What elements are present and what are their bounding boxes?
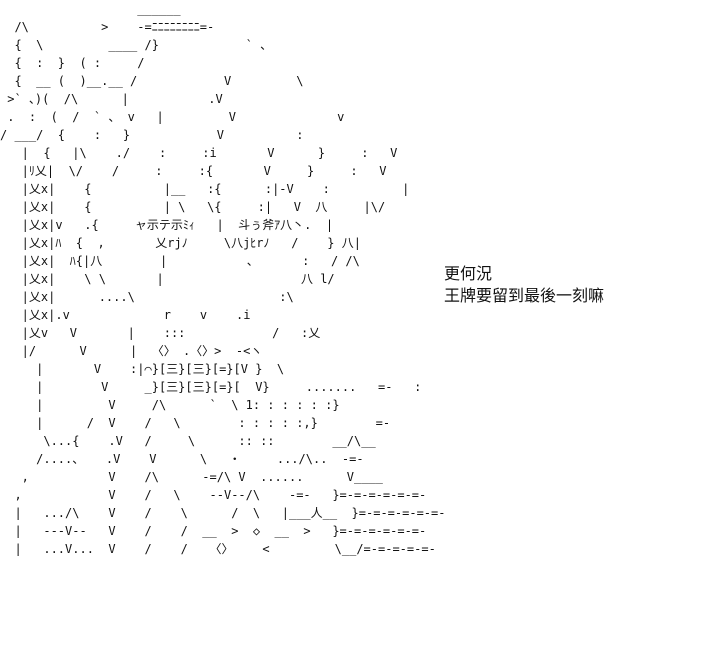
ascii-art-line: { __ ( )__.__ / V \ xyxy=(14,74,304,88)
ascii-art-line: |乂x|.v r v .i xyxy=(21,308,251,322)
ascii-art-line: | { |\ ./ : :i V } : V xyxy=(21,146,398,160)
ascii-art-line: |乂x| { |__ :{ :|-V : | xyxy=(21,182,410,196)
ascii-art-line: |ﾘ乂| \/ / : :{ V } : V xyxy=(21,164,387,178)
ascii-art-line: | V _}[三}[三}[=}[ V} ....... =- : xyxy=(36,380,422,394)
ascii-art-line: . : ( / ` 、 v | V v xyxy=(7,110,345,124)
ascii-art-figure: ______ /\ > -=ﾆﾆﾆﾆﾆﾆﾆﾆ=- { \ ____ /} ` 、… xyxy=(0,2,446,556)
ascii-art-line: |/ V | 〈〉 .〈〉> -<ヽ xyxy=(21,344,263,358)
ascii-art-line: >` 、)( /\ | .V xyxy=(7,92,223,106)
ascii-art-line: / ___/ { : } V : xyxy=(0,128,304,142)
ascii-art-line: { : } ( : / xyxy=(14,56,145,70)
ascii-art-line: |乂x|ﾊ { , 乂rjﾉ \八jﾋrﾉ / } 八| xyxy=(21,236,361,250)
ascii-art-line: | .../\ V / \ / \ |___人__ }=-=-=-=-=-=- xyxy=(14,506,446,520)
ascii-art-line: |乂v V | ::: / :乂 xyxy=(21,326,321,340)
ascii-art-line: , V /\ -=/\ V ...... V____ xyxy=(21,470,383,484)
ascii-art-line: | ---V-- V / / __ > ◇ __ > }=-=-=-=-=-=- xyxy=(14,524,427,538)
ascii-art-line: |乂x| ....\ :\ xyxy=(21,290,294,304)
ascii-art-line: /\ > -=ﾆﾆﾆﾆﾆﾆﾆﾆ=- xyxy=(14,20,215,34)
ascii-art-line: | / V / \ : : : : :,} =- xyxy=(36,416,391,430)
caption-line-2: 王牌要留到最後一刻嘛 xyxy=(444,286,605,305)
ascii-art-line: \...{ .V / \ :: :: __/\__ xyxy=(43,434,376,448)
ascii-art-line: /....、 .V V \ ・ .../\.. -=- xyxy=(36,452,364,466)
ascii-art-line: |乂x| ﾊ{|八 | 、 : / /\ xyxy=(21,254,360,268)
caption-line-1: 更何況 xyxy=(444,264,493,283)
ascii-art-line: , V / \ --V--/\ -=- }=-=-=-=-=-=- xyxy=(14,488,427,502)
ascii-art-line: |乂x| \ \ | 八 l/ xyxy=(21,272,335,286)
ascii-art-line: { \ ____ /} ` 、 xyxy=(14,38,273,52)
ascii-art-line: ______ xyxy=(137,2,181,16)
dialogue-caption: 更何況 王牌要留到最後一刻嘛 xyxy=(444,263,604,307)
ascii-art-line: | V /\ ` \ 1: : : : : :} xyxy=(36,398,340,412)
ascii-art-line: | V :|⌒}[三}[三}[=}[V } \ xyxy=(36,362,285,376)
ascii-art-line: | ...V... V / / 〈〉 < \__/=-=-=-=-=- xyxy=(0,542,436,556)
ascii-art-line: |乂x| { | \ \{ :| V 八 |\/ xyxy=(21,200,386,214)
ascii-art-line: |乂x|v .{ ャ示テ示ﾐｨ | 斗ぅ斧ｱ八丶. | xyxy=(21,218,334,232)
